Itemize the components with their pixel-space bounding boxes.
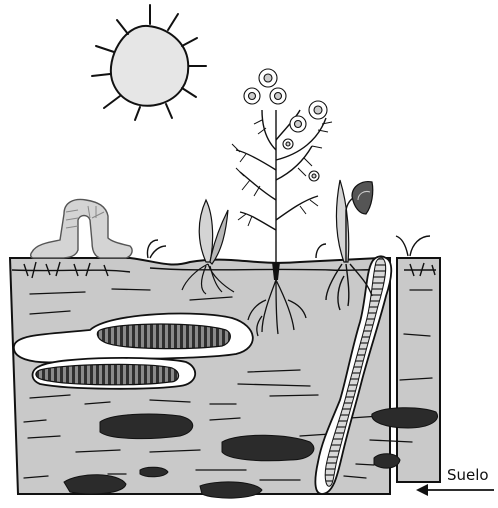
earthworm-icon [36, 364, 179, 384]
grass-sprout-icon [147, 236, 430, 258]
earthworm-icon [31, 200, 132, 258]
soil-label: Suelo [447, 466, 489, 484]
sun-icon [92, 5, 206, 120]
arrow-icon [416, 484, 494, 496]
earthworm-icon [97, 324, 230, 349]
